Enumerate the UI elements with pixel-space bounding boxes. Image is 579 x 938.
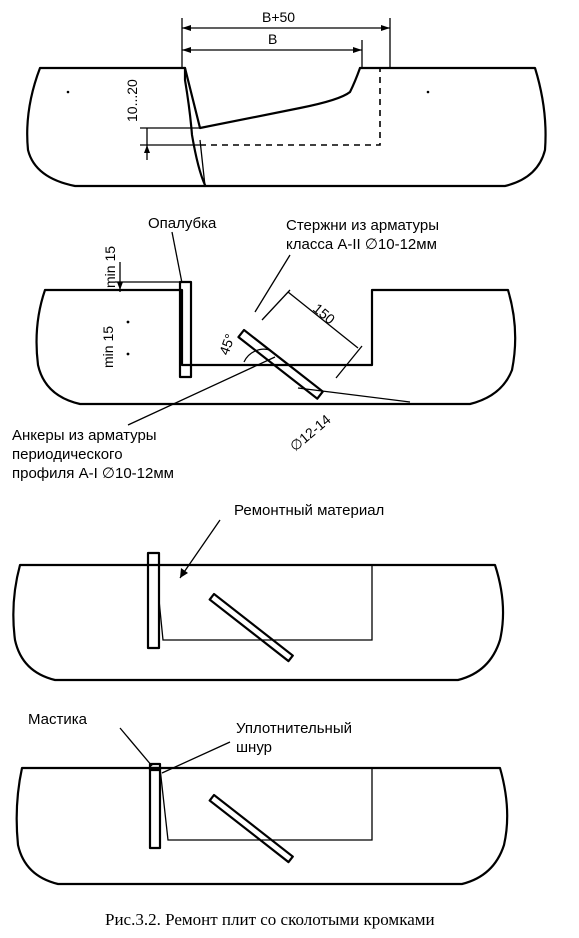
old-joint-3 <box>158 565 373 641</box>
rods-leader <box>254 254 291 313</box>
rod-length-label: 150 <box>310 300 338 327</box>
repair-label: Ремонтный материал <box>234 502 384 519</box>
hole-dim-line <box>297 387 411 403</box>
arrow-min15-top <box>117 282 123 290</box>
mastic-label: Мастика <box>28 711 88 728</box>
speck <box>66 90 70 94</box>
dim-depth-label: 10...20 <box>124 79 140 122</box>
anchors-label-2: периодического <box>12 446 123 463</box>
cut-outline <box>200 68 381 146</box>
old-joint-4 <box>159 767 373 841</box>
arrow-outer-left <box>182 25 191 31</box>
anchors-label-1: Анкеры из арматуры <box>12 427 157 444</box>
speck <box>126 320 130 324</box>
speck <box>426 90 430 94</box>
slab-outline-2 <box>35 288 517 406</box>
step4-slab-section: Мастика Уплотнительный шнур <box>15 711 509 886</box>
sealant-cord <box>148 766 162 850</box>
angle-arc <box>243 348 271 363</box>
arrow-repair <box>180 568 188 578</box>
arrow-outer-right <box>381 25 390 31</box>
rod-dim-ext-1 <box>261 289 291 321</box>
rods-label-1: Стержни из арматуры <box>286 217 439 234</box>
mastic-strip <box>148 762 162 772</box>
cord-label-2: шнур <box>236 739 272 756</box>
chipped-edge <box>183 66 362 130</box>
mastic-leader <box>119 727 153 767</box>
dim-inner-label: В <box>268 31 277 47</box>
rod-dim-line <box>287 291 359 349</box>
slab-outline-1-right <box>203 66 547 188</box>
step1-slab-section: В+50 В 10...20 <box>26 9 547 188</box>
angle-label: 45° <box>216 332 238 357</box>
rod-dim-ext-2 <box>335 345 363 379</box>
slab-outline-4 <box>15 766 509 886</box>
arrow-inner-right <box>353 47 362 53</box>
formwork-board-3 <box>146 551 161 650</box>
joint-line <box>199 139 206 187</box>
rods-label-2: класса А-II ∅10-12мм <box>286 236 437 253</box>
anchors-label-3: профиля А-I ∅10-12мм <box>12 465 174 482</box>
formwork-label: Опалубка <box>148 215 217 232</box>
rebar-rod <box>237 328 324 400</box>
slab-outline-1 <box>26 66 207 188</box>
cord-leader <box>161 741 231 774</box>
rebar-rod-4 <box>208 793 294 864</box>
speck <box>126 352 130 356</box>
slab-outline-3 <box>12 563 505 682</box>
hole-diameter-label: ∅12-14 <box>287 411 334 454</box>
step2-slab-section: Опалубка Стержни из арматуры класса А-II… <box>12 215 517 482</box>
formwork-leader <box>171 231 183 284</box>
rebar-rod-3 <box>208 592 294 663</box>
min15-side-label: min 15 <box>100 326 116 368</box>
figure-caption: Рис.3.2. Ремонт плит со сколотыми кромка… <box>105 910 435 929</box>
anchors-leader <box>127 356 276 426</box>
step3-slab-section: Ремонтный материал <box>12 502 505 682</box>
arrow-depth <box>144 145 150 153</box>
arrow-inner-left <box>182 47 191 53</box>
cord-label-1: Уплотнительный <box>236 720 352 737</box>
repair-leader <box>179 519 221 579</box>
min15-top-label: min 15 <box>102 246 118 288</box>
dim-outer-label: В+50 <box>262 9 295 25</box>
formwork-board <box>178 280 193 379</box>
